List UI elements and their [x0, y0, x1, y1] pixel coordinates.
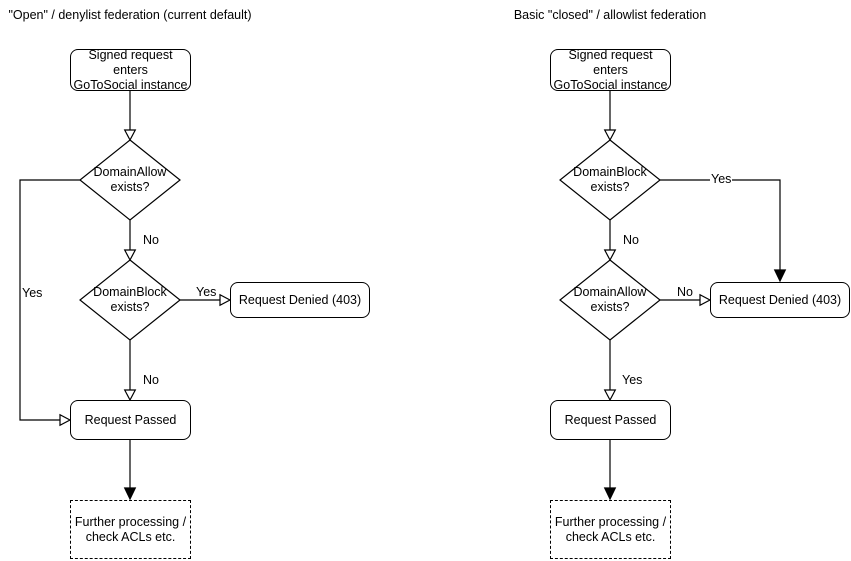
passed-node: Request Passed: [70, 400, 191, 440]
further-processing-node: Further processing / check ACLs etc.: [70, 500, 191, 559]
decision-diamond: [79, 139, 181, 221]
edge-label-no: No: [142, 373, 160, 387]
start-node-line2: GoToSocial instance: [73, 77, 188, 92]
arrowhead-solid-icon: [773, 269, 787, 283]
start-node-line1: Signed request enters: [88, 47, 173, 77]
passed-node: Request Passed: [550, 400, 671, 440]
arrowhead-open-icon: [123, 389, 137, 402]
edge-label-yes: Yes: [195, 285, 218, 299]
arrowhead-open-icon: [219, 293, 232, 307]
decision-diamond: [79, 259, 181, 341]
decision-diamond: [559, 139, 661, 221]
start-node: Signed request enters GoToSocial instanc…: [70, 47, 191, 92]
arrowhead-open-icon: [59, 413, 72, 427]
edge-label-yes: Yes: [710, 172, 733, 186]
edge-label-yes: Yes: [21, 286, 44, 300]
denied-node: Request Denied (403): [230, 282, 370, 318]
edge-label-no: No: [622, 233, 640, 247]
edge-label-yes: Yes: [621, 373, 644, 387]
arrowhead-open-icon: [603, 249, 617, 262]
start-node-line2: GoToSocial instance: [553, 77, 668, 92]
arrowhead-open-icon: [603, 129, 617, 142]
start-node: Signed request enters GoToSocial instanc…: [550, 47, 671, 92]
decision-diamond: [559, 259, 661, 341]
edge-label-no: No: [142, 233, 160, 247]
arrowhead-open-icon: [699, 293, 712, 307]
diagram-title: Basic "closed" / allowlist federation: [513, 8, 707, 22]
denied-node: Request Denied (403): [710, 282, 850, 318]
edge-label-no: No: [676, 285, 694, 299]
arrowhead-open-icon: [603, 389, 617, 402]
arrowhead-solid-icon: [123, 487, 137, 501]
further-processing-node: Further processing / check ACLs etc.: [550, 500, 671, 559]
connector-decision1-yes-loop: [19, 179, 80, 421]
start-node-line1: Signed request enters: [568, 47, 653, 77]
arrowhead-solid-icon: [603, 487, 617, 501]
arrowhead-open-icon: [123, 129, 137, 142]
diagram-title: "Open" / denylist federation (current de…: [8, 8, 252, 22]
arrowhead-open-icon: [123, 249, 137, 262]
connector-decision1-yes-to-denied: [660, 179, 781, 270]
